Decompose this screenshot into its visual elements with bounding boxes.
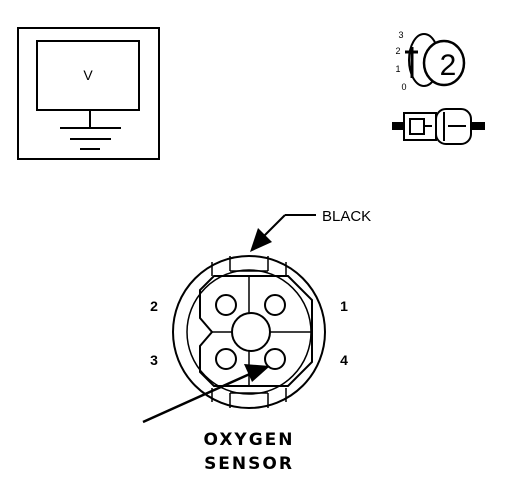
selector-position-2: 2 [395, 46, 400, 56]
connector-insert [199, 275, 313, 387]
pin-label-3: 3 [150, 352, 158, 368]
pin-label-1: 1 [340, 298, 348, 314]
terminal-cavity-1 [264, 294, 286, 316]
probe-pointer-line [142, 371, 253, 424]
connector-name-line2: SENSOR [204, 454, 294, 474]
selector-position-3: 3 [398, 30, 403, 40]
probe-pointer-arrowhead [244, 364, 270, 382]
wire-color-label: BLACK [322, 208, 371, 225]
color-pointer-arrowhead [250, 228, 272, 252]
terminal-cavity-3 [215, 348, 237, 370]
pin-label-2: 2 [150, 298, 158, 314]
selector-switch-icon: 3 2 1 0 2 [395, 30, 466, 92]
connector-name-line1: OXYGEN [203, 430, 294, 450]
center-post [231, 312, 271, 352]
selector-position-0: 0 [401, 82, 406, 92]
terminal-cavity-2 [215, 294, 237, 316]
voltmeter-unit-label: V [83, 67, 93, 83]
terminal-cavity-4 [264, 348, 286, 370]
connector-outer-ring [172, 255, 326, 409]
ground-icon [60, 127, 121, 150]
selector-current-position: 2 [440, 49, 457, 82]
voltmeter-display [36, 40, 140, 111]
pin-label-4: 4 [340, 352, 348, 368]
selector-position-1: 1 [395, 64, 400, 74]
voltmeter-symbol: V [17, 27, 160, 160]
test-probe-icon [392, 108, 485, 145]
voltmeter-frame [17, 27, 160, 160]
oxygen-sensor-connector: BLACK 1 2 3 4 [142, 208, 371, 474]
